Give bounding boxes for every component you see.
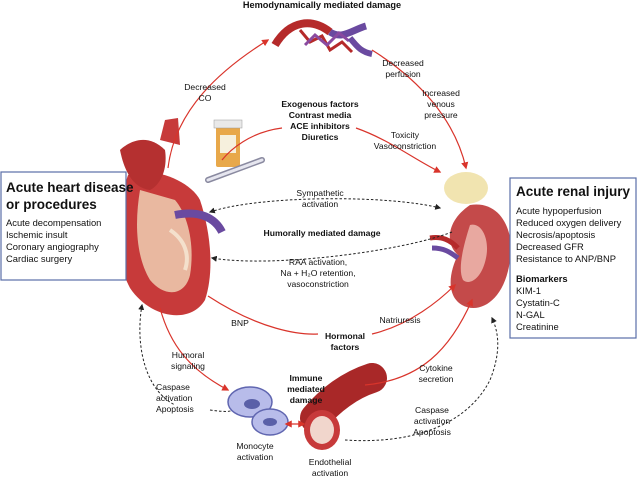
renal-box-item: Reduced oxygen delivery <box>516 217 622 228</box>
label-decreased-perfusion: Decreased <box>382 58 424 68</box>
heart-box-item: Ischemic insult <box>6 229 68 240</box>
label-humorally-mediated-damage: Humorally mediated damage <box>263 228 380 238</box>
renal-box-title: Acute renal injury <box>516 184 631 199</box>
label-cytokine-secretion: secretion <box>419 374 454 384</box>
label-raa-activation: Na + H₂O retention, <box>280 268 355 278</box>
label-bnp: BNP <box>231 318 249 328</box>
label-hormonal-factors: Hormonal <box>325 331 365 341</box>
label-decreased-perfusion: perfusion <box>385 69 421 79</box>
label-toxicity: Vasoconstriction <box>374 141 437 151</box>
label-exogenous-factors: Diuretics <box>302 132 339 142</box>
biomarker-item: Creatinine <box>516 321 559 332</box>
label-monocyte-activation: activation <box>237 452 274 462</box>
label-caspase-left: Caspase <box>156 382 190 392</box>
heart-box-item: Cardiac surgery <box>6 253 72 264</box>
kidney-illustration <box>429 172 511 308</box>
heart-box-item: Coronary angiography <box>6 241 99 252</box>
renal-box-item: Decreased GFR <box>516 241 584 252</box>
heart-box-title-line1: Acute heart disease <box>6 180 134 195</box>
label-raa-activation: vasoconstriction <box>287 279 349 289</box>
label-caspase-right: Apoptosis <box>413 427 451 437</box>
label-endothelial-activation: Endothelial <box>309 457 352 467</box>
heart-box-title-line2: or procedures <box>6 197 97 212</box>
label-raa-activation: RAA activation, <box>289 257 347 267</box>
renal-box-item: Resistance to ANP/BNP <box>516 253 616 264</box>
label-increased-venous-pressure: pressure <box>424 110 458 120</box>
label-increased-venous-pressure: Increased <box>422 88 460 98</box>
label-natriuresis: Natriuresis <box>379 315 420 325</box>
label-caspase-right: Caspase <box>415 405 449 415</box>
label-caspase-left: activation <box>156 393 193 403</box>
label-exogenous-factors: Contrast media <box>289 110 352 120</box>
label-endothelial-activation: activation <box>312 468 349 478</box>
label-exogenous-factors: ACE inhibitors <box>290 121 350 131</box>
renal-injury-box <box>509 177 637 339</box>
label-hormonal-factors: factors <box>331 342 360 352</box>
diagram-arrows <box>138 39 499 442</box>
biomarker-item: N-GAL <box>516 309 545 320</box>
label-increased-venous-pressure: venous <box>427 99 455 109</box>
biomarker-item: Cystatin-C <box>516 297 560 308</box>
drug-bottle-and-syringe-illustration <box>205 119 265 183</box>
label-monocyte-activation: Monocyte <box>236 441 273 451</box>
heart-box-item: Acute decompensation <box>6 217 101 228</box>
label-decreased-co: Decreased <box>184 82 226 92</box>
vessel-network-illustration <box>271 19 373 57</box>
biomarkers-heading: Biomarkers <box>516 273 568 284</box>
biomarker-item: KIM-1 <box>516 285 541 296</box>
label-immune-mediated-damage: damage <box>290 395 323 405</box>
label-cytokine-secretion: Cytokine <box>419 363 453 373</box>
renal-box-item: Necrosis/apoptosis <box>516 229 596 240</box>
label-caspase-left: Apoptosis <box>156 404 194 414</box>
label-sympathetic-activation: Sympathetic <box>296 188 344 198</box>
label-humoral-signaling: signaling <box>171 361 205 371</box>
label-immune-mediated-damage: mediated <box>287 384 325 394</box>
heart-illustration <box>117 118 226 316</box>
label-humoral-signaling: Humoral <box>172 350 205 360</box>
label-exogenous-factors: Exogenous factors <box>281 99 359 109</box>
label-decreased-co: CO <box>199 93 212 103</box>
label-immune-mediated-damage: Immune <box>290 373 323 383</box>
endothelial-vessel-illustration <box>300 363 387 450</box>
renal-box-item: Acute hypoperfusion <box>516 205 601 216</box>
diagram-title: Hemodynamically mediated damage <box>243 0 401 10</box>
monocyte-illustration <box>227 386 289 436</box>
heart-disease-box <box>0 171 127 281</box>
label-sympathetic-activation: activation <box>302 199 339 209</box>
label-toxicity: Toxicity <box>391 130 420 140</box>
label-caspase-right: activation <box>414 416 451 426</box>
